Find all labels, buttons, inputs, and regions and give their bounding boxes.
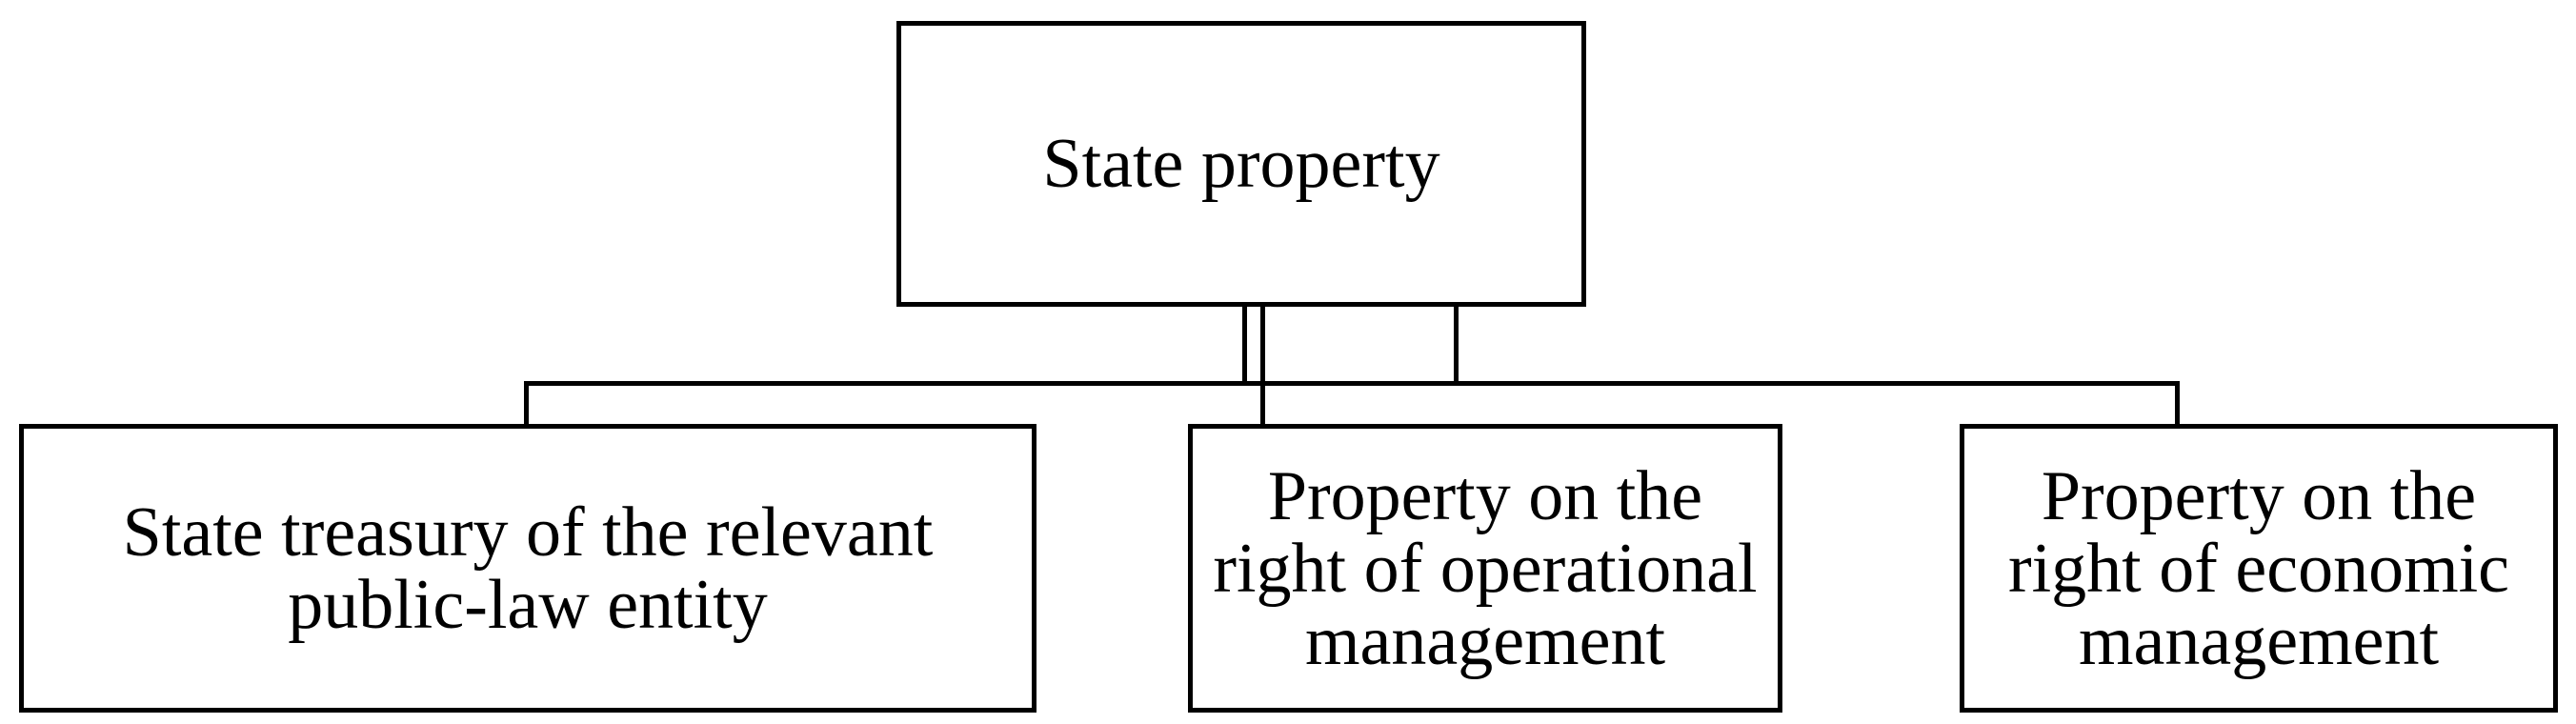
node-state-treasury-label: State treasury of the relevant public-la… [122, 493, 934, 644]
connector-root-stub-left [1242, 305, 1247, 386]
connector-root-stub-middle [1260, 305, 1265, 386]
connector-horizontal-trunk [524, 381, 2180, 386]
node-state-property: State property [896, 21, 1586, 307]
node-economic-management: Property on the right of economic manage… [1960, 424, 2558, 713]
node-state-property-label: State property [1042, 125, 1440, 203]
node-economic-management-label: Property on the right of economic manage… [2007, 456, 2510, 680]
node-state-treasury: State treasury of the relevant public-la… [19, 424, 1036, 713]
connector-drop-center-child [1260, 381, 1265, 429]
connector-drop-right-child [2175, 381, 2180, 429]
connector-drop-left-child [524, 381, 529, 429]
node-operational-management: Property on the right of operational man… [1188, 424, 1782, 713]
node-operational-management-label: Property on the right of operational man… [1213, 456, 1758, 680]
connector-root-stub-right [1454, 305, 1459, 386]
